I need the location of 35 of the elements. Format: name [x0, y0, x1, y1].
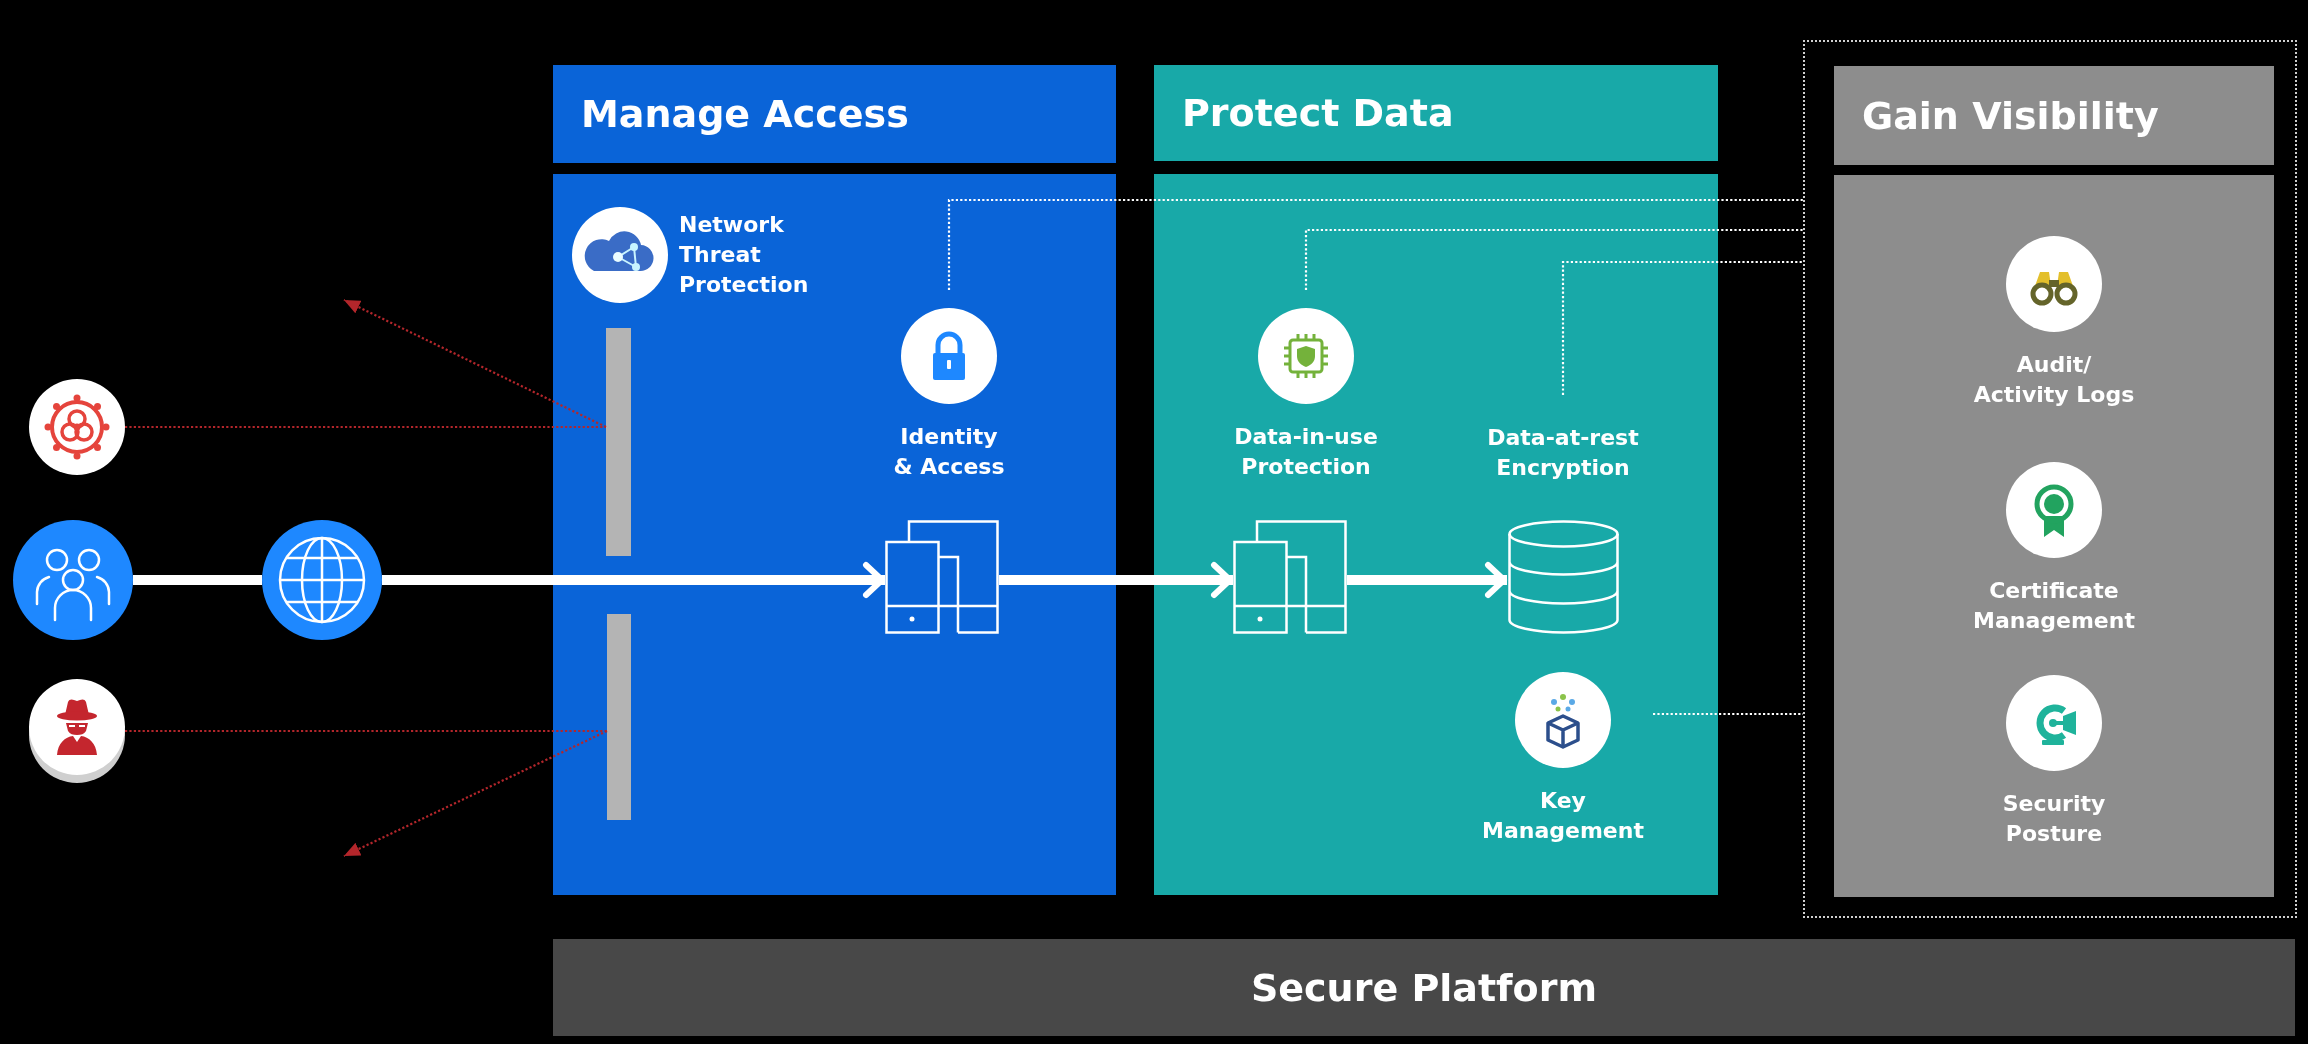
barrier-bar — [607, 614, 631, 820]
devices-icon — [885, 520, 999, 634]
section-header: Manage Access — [553, 65, 1116, 163]
devices-icon — [1233, 520, 1347, 634]
panel-body — [1834, 175, 2274, 897]
globe-icon — [262, 520, 382, 640]
connector-line — [133, 575, 262, 585]
database-icon — [1507, 520, 1620, 634]
arrow — [1347, 562, 1507, 598]
arrow — [999, 562, 1233, 598]
dotted-frame — [1803, 40, 2297, 918]
arrow — [382, 562, 885, 598]
dotted-line — [947, 198, 1803, 290]
dotted-line — [1304, 228, 1803, 290]
people-icon — [13, 520, 133, 640]
capability-label: Identity & Access — [892, 423, 1006, 481]
arrow — [343, 730, 608, 857]
capability-label: Data-in-use Protection — [1233, 423, 1379, 481]
spy-icon — [29, 679, 125, 783]
dotted-line — [1561, 260, 1803, 395]
panel-body — [1154, 174, 1718, 895]
capability-label: Security Posture — [2001, 790, 2107, 848]
platform-band: Secure Platform — [553, 939, 2295, 1036]
section-header: Gain Visibility — [1834, 66, 2274, 165]
section-header: Protect Data — [1154, 65, 1718, 161]
barrier-bar — [606, 328, 631, 556]
capability-label: Data-at-rest Encryption — [1486, 424, 1640, 482]
capability-label: Key Management — [1481, 787, 1645, 845]
arrow — [343, 299, 607, 428]
capability-label: Audit/ Activity Logs — [1972, 351, 2136, 409]
dotted-line — [1653, 712, 1803, 716]
biohazard-icon — [29, 379, 125, 475]
capability-label: Network Threat Protection — [679, 211, 810, 299]
panel-body — [553, 174, 1116, 895]
capability-label: Certificate Management — [1972, 577, 2136, 635]
